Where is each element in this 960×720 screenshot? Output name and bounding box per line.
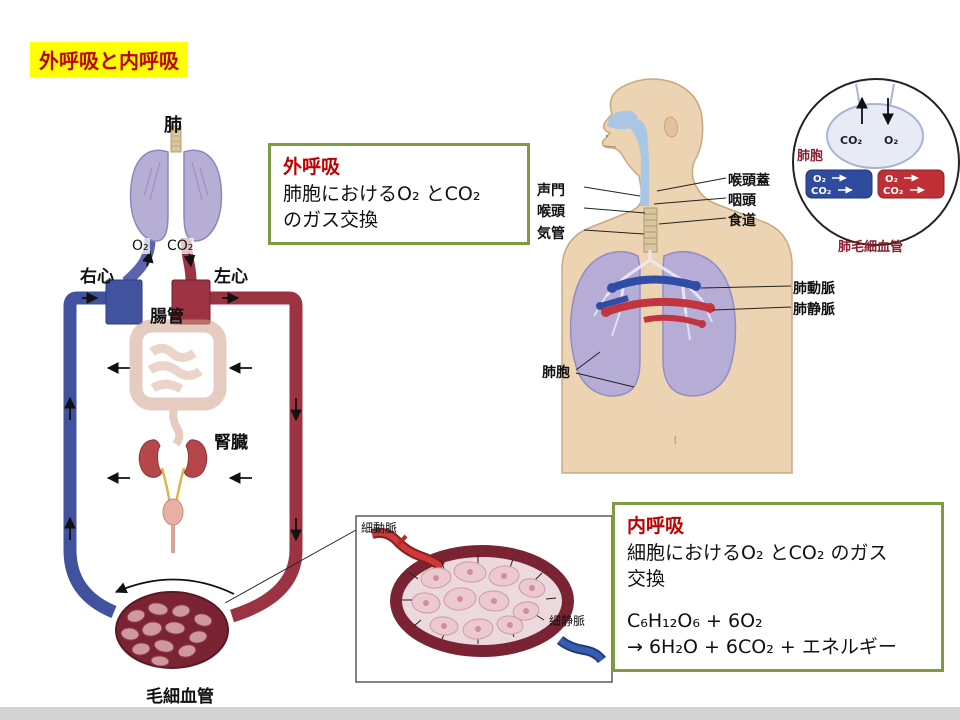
alveoli-label: 肺胞 xyxy=(542,365,570,381)
trachea-label: 気管 xyxy=(537,226,565,242)
venule-label: 細静脈 xyxy=(549,614,586,628)
pulmonary-vessels-illustration xyxy=(596,275,715,328)
capillary-network-illustration xyxy=(115,591,229,669)
artery-co2-label: CO₂ xyxy=(883,186,903,197)
vein-o2-label: O₂ xyxy=(813,174,826,185)
internal-respiration-line2: 交換 xyxy=(627,568,666,591)
external-respiration-box: 外呼吸 肺胞におけるO₂ とCO₂ のガス交換 xyxy=(268,143,530,245)
vein-co2-label: CO₂ xyxy=(811,186,831,197)
kidney-illustration xyxy=(138,439,208,553)
heart-chambers xyxy=(105,279,211,325)
internal-respiration-heading: 内呼吸 xyxy=(627,515,685,537)
respiration-formula-reactants: C₆H₁₂O₆ + 6O₂ xyxy=(627,609,763,632)
inset-co2-label: CO₂ xyxy=(840,134,862,147)
zoom-line xyxy=(224,529,357,604)
internal-respiration-line1: 細胞におけるO₂ とCO₂ のガス xyxy=(627,541,888,564)
external-respiration-heading: 外呼吸 xyxy=(283,156,341,178)
o2-label: O₂ xyxy=(131,238,150,254)
artery-o2-label: O₂ xyxy=(885,174,898,185)
alveolus-inset-illustration: CO₂ O₂ O₂ CO₂ O₂ CO₂ xyxy=(792,78,960,246)
intestine-label: 腸管 xyxy=(150,307,184,327)
esophagus-label: 食道 xyxy=(728,213,756,229)
respiration-formula-products: → 6H₂O + 6CO₂ + エネルギー xyxy=(627,636,897,659)
larynx-label: 喉頭 xyxy=(537,204,565,220)
right-heart-label: 右心 xyxy=(80,267,114,287)
kidney-label: 腎臓 xyxy=(214,433,248,453)
flow-arrows xyxy=(64,250,302,595)
intestine-illustration xyxy=(129,319,227,447)
co2-label: CO₂ xyxy=(166,238,195,254)
external-respiration-line1: 肺胞におけるO₂ とCO₂ xyxy=(283,182,481,205)
capillary-inset-illustration xyxy=(355,515,613,683)
lungs-illustration xyxy=(129,125,223,242)
spacer xyxy=(627,593,929,608)
external-respiration-line2: のガス交換 xyxy=(283,209,379,232)
slide-bottom-edge xyxy=(0,707,960,720)
pharynx-label: 咽頭 xyxy=(728,193,756,209)
lung-label: 肺 xyxy=(164,115,182,136)
alveolus-inset-label: 肺胞 xyxy=(797,149,824,164)
lung-capillary-label: 肺毛細血管 xyxy=(838,240,904,255)
inset-o2-label: O₂ xyxy=(884,134,898,147)
leader-lines xyxy=(575,146,834,388)
glottis-label: 声門 xyxy=(537,183,565,199)
epiglottis-label: 喉頭蓋 xyxy=(728,173,770,189)
internal-respiration-box: 内呼吸 細胞におけるO₂ とCO₂ のガス 交換 C₆H₁₂O₆ + 6O₂ →… xyxy=(612,502,944,672)
pulmonary-artery-label: 肺動脈 xyxy=(793,281,835,297)
pulmonary-vein-label: 肺静脈 xyxy=(793,302,835,318)
page-title: 外呼吸と内呼吸 xyxy=(30,42,188,77)
left-heart-label: 左心 xyxy=(214,267,248,287)
capillary-label: 毛細血管 xyxy=(146,687,214,707)
arteriole-label: 細動脈 xyxy=(361,521,398,535)
